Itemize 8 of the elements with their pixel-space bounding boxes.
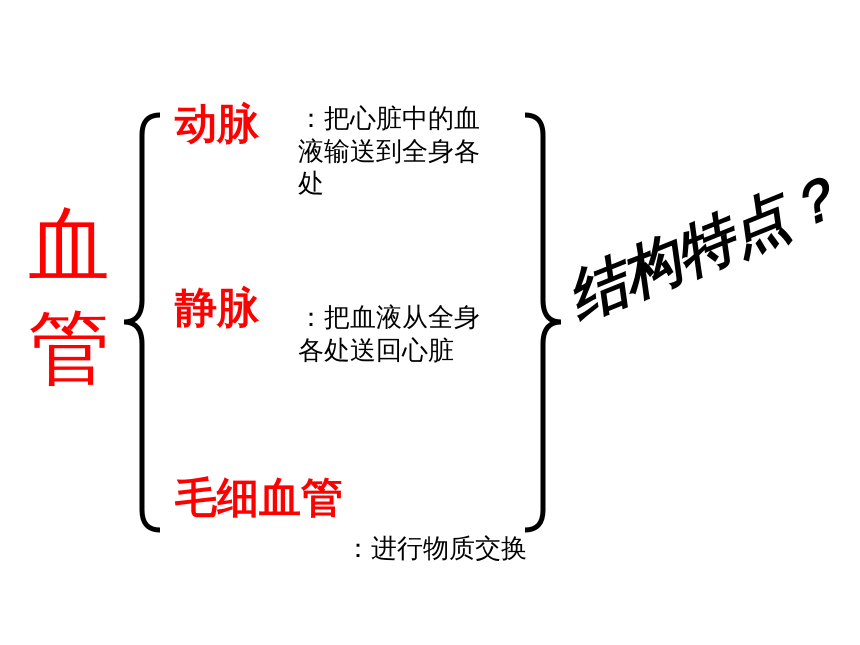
description-text: ：把血液从全身各处送回心脏 [298,302,481,367]
description-text: ：进行物质交换 [345,533,528,566]
description-text: ：把心脏中的血液输送到全身各处 [298,103,481,200]
category-heading: 血管 [28,197,111,398]
vessel-name: 毛细血管 [175,472,344,524]
question-text: 结构特点？ [556,159,854,334]
vessel-name: 静脉 [175,282,260,334]
vessel-name: 动脉 [175,98,260,150]
